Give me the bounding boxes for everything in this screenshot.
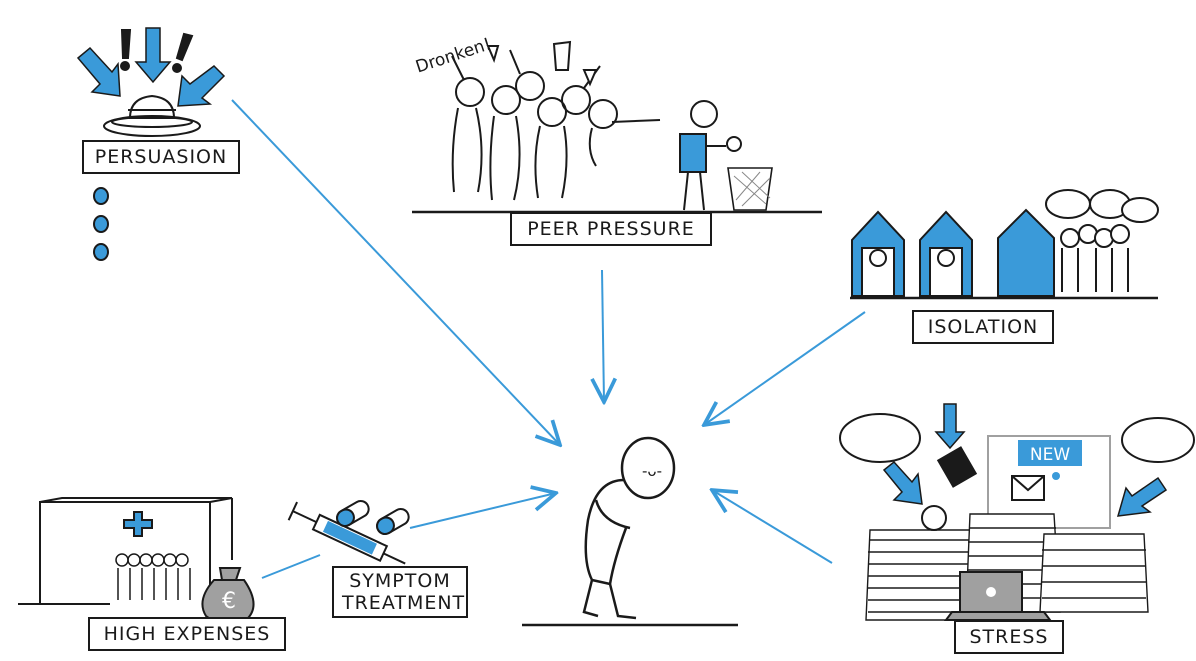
euro-symbol: € <box>222 589 236 614</box>
symptom-label-line1: SYMPTOM <box>349 570 451 592</box>
symptom-label-line2: TREATMENT <box>342 592 466 614</box>
arrow-isolation-to-person <box>704 311 866 425</box>
isolation-illustration <box>850 189 1159 300</box>
sad-face: -ᴗ- <box>642 462 662 480</box>
arrow-symptom-to-person <box>409 493 556 529</box>
central-sad-person: -ᴗ- <box>522 436 738 627</box>
peer-pressure-illustration: Dronken! <box>412 34 822 214</box>
persuasion-blue-arrows <box>76 27 226 107</box>
symptom-illustration <box>287 500 410 565</box>
stress-label: STRESS <box>954 620 1064 654</box>
persuasion-label: PERSUASION <box>82 140 240 174</box>
new-badge: NEW <box>1030 445 1070 465</box>
symptom-treatment-label: SYMPTOM TREATMENT <box>332 566 468 618</box>
peer-pressure-label: PEER PRESSURE <box>510 212 712 246</box>
persuasion-illustration <box>76 27 226 261</box>
high-expenses-label: HIGH EXPENSES <box>88 617 286 651</box>
arrow-stress-to-person <box>712 490 833 564</box>
connector-arrows <box>231 99 866 579</box>
isolation-label: ISOLATION <box>912 310 1054 344</box>
arrow-persuasion-to-person <box>231 99 560 445</box>
expenses-illustration: € <box>18 497 255 625</box>
dronken-speech: Dronken! <box>413 34 494 77</box>
link-expenses-to-symptom <box>261 554 321 579</box>
stress-illustration: NEW <box>839 403 1195 621</box>
arrow-peer-pressure-to-person <box>602 269 604 402</box>
